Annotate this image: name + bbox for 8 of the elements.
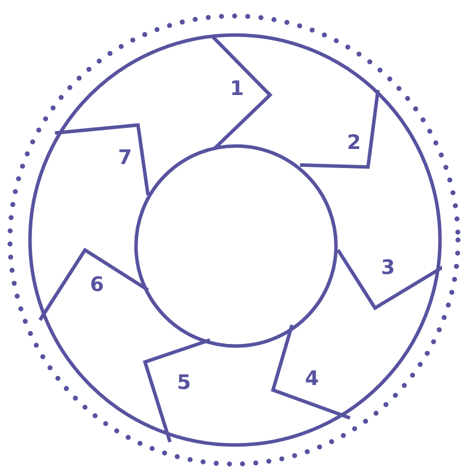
segment-number: 4 [305,367,319,389]
segment-number: 3 [381,256,395,278]
inner-circle [134,144,338,348]
segment-number: 7 [118,146,132,168]
segment-number: 5 [177,371,191,393]
segment-number: 6 [90,273,104,295]
segment-number: 1 [230,77,244,99]
segment-number: 2 [347,131,361,153]
